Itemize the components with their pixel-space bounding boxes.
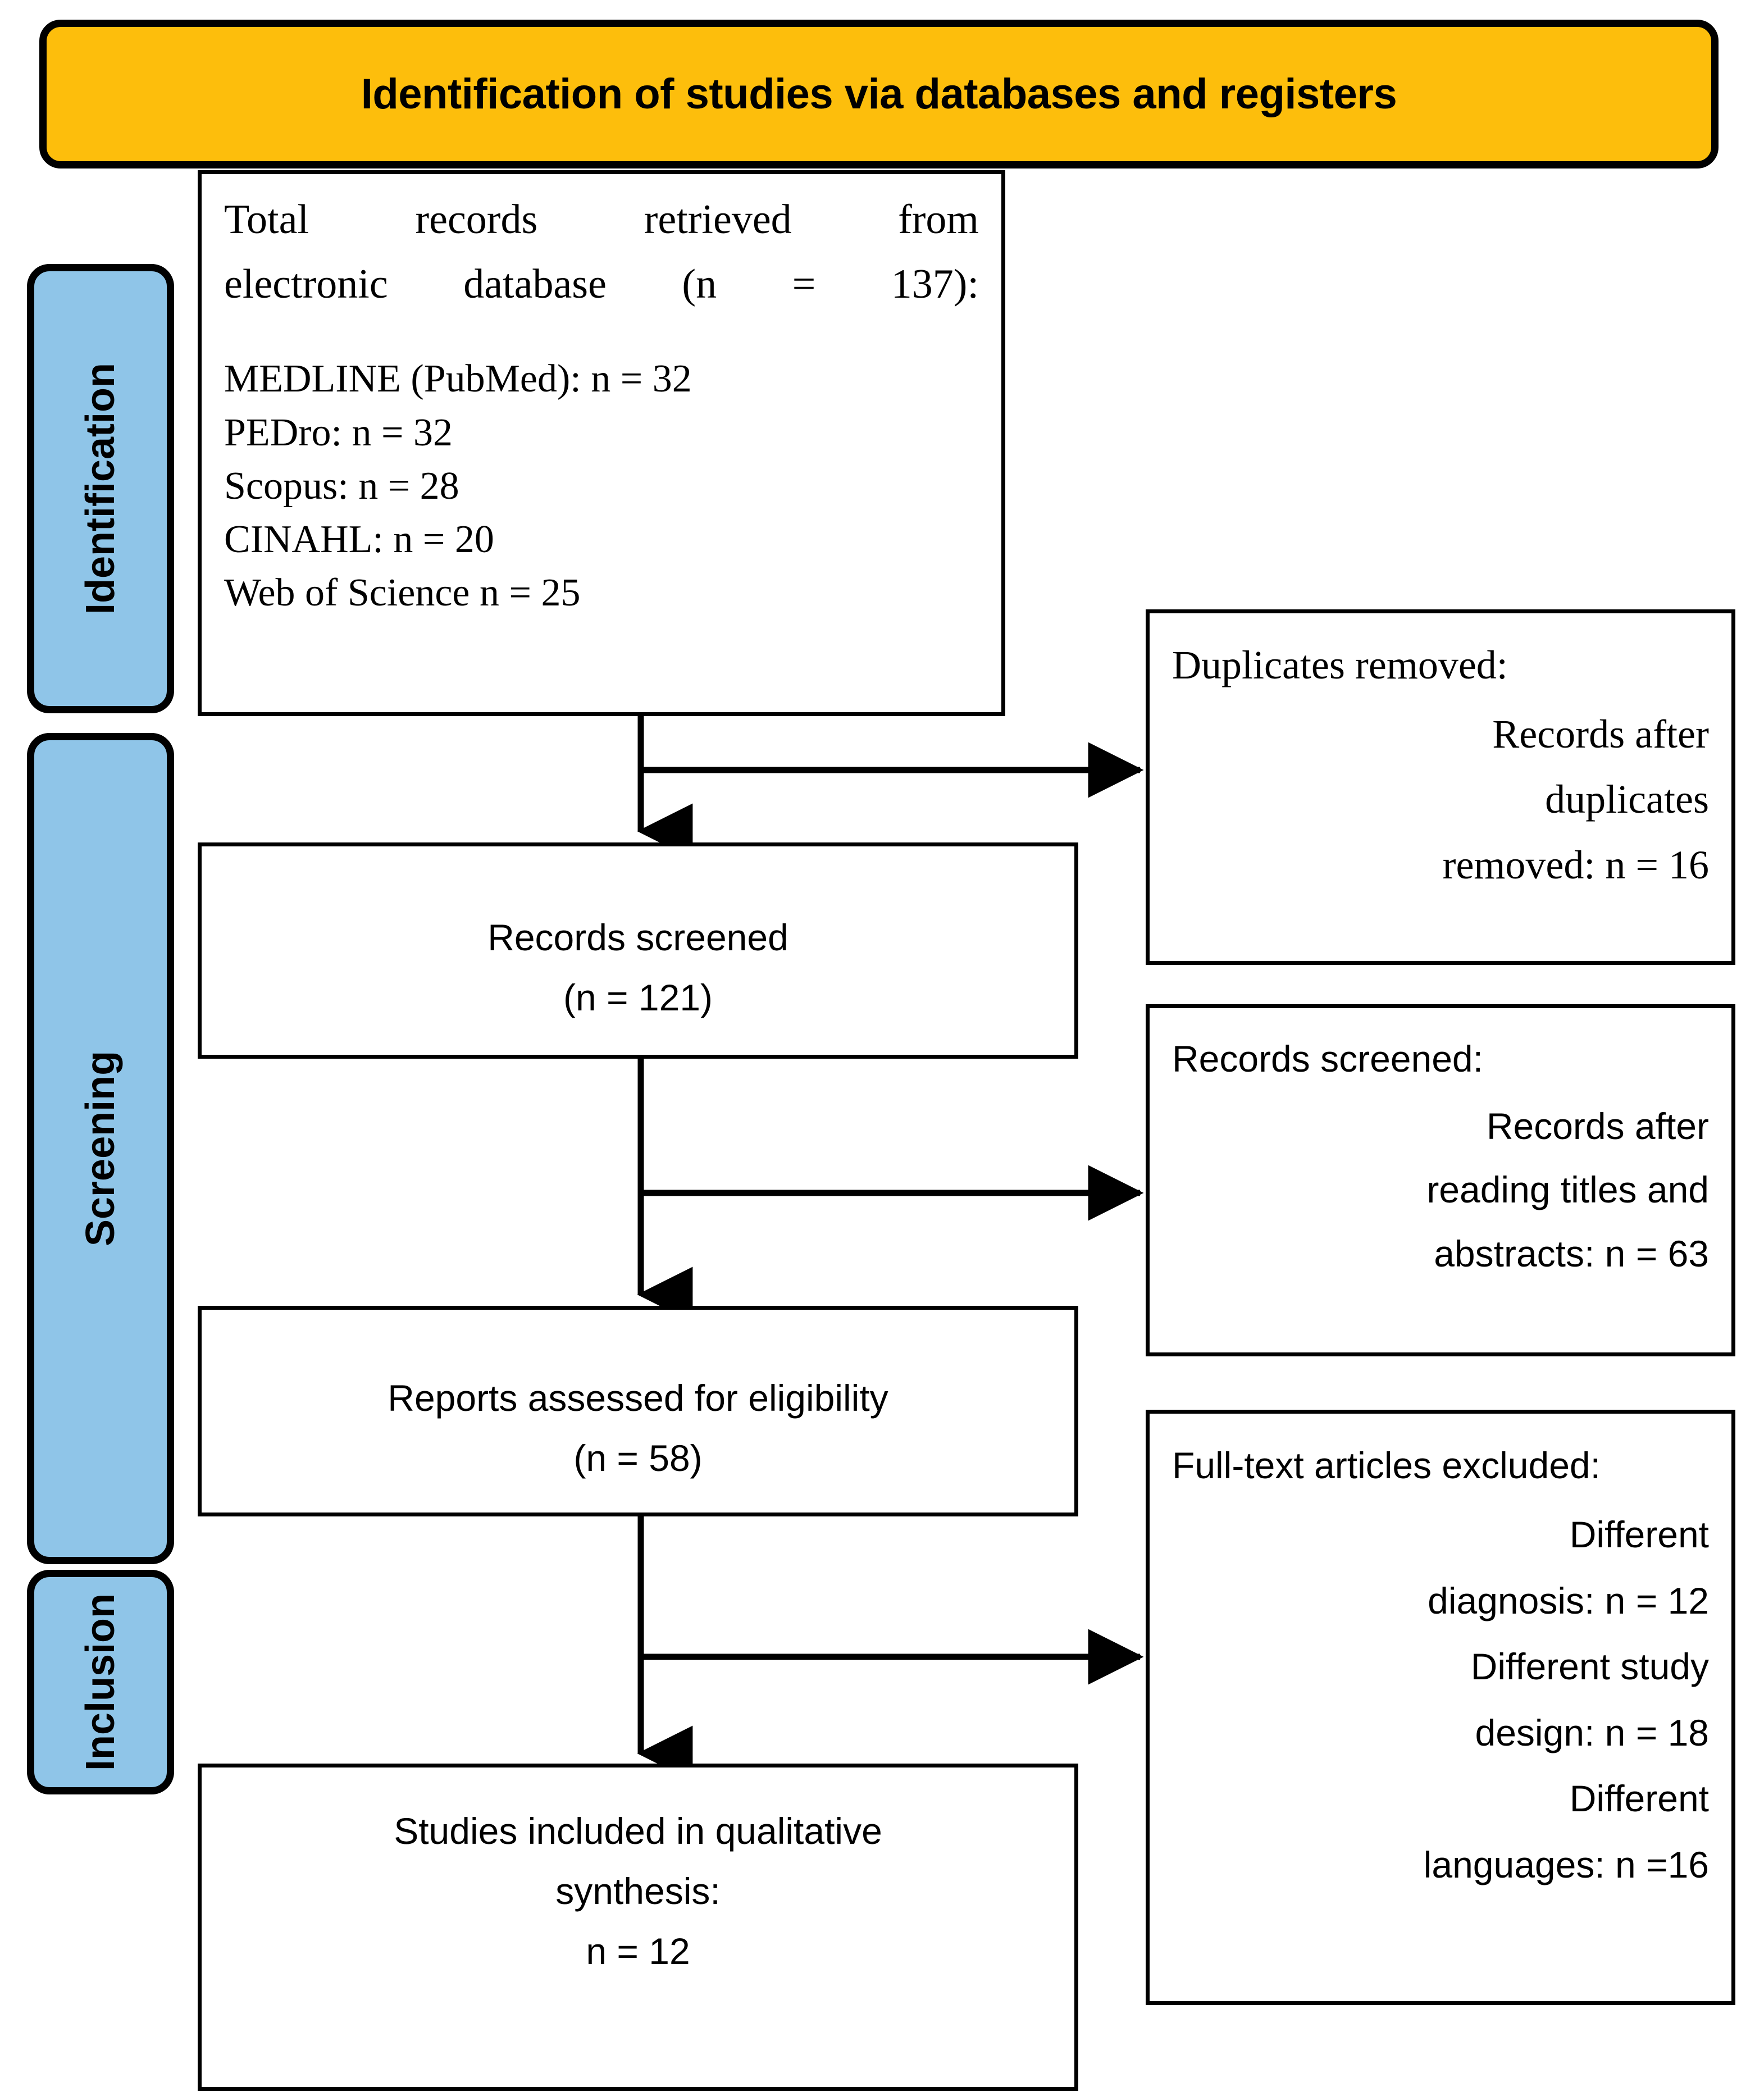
records-screened-excluded-line-3: abstracts: n = 63 [1434, 1232, 1709, 1274]
fulltext-excluded-line-1: Different [1569, 1514, 1709, 1556]
records-screened-label: Records screened [487, 916, 788, 958]
records-screened-excluded-line-1: Records after [1486, 1105, 1709, 1147]
duplicates-removed-line-2: duplicates [1545, 777, 1709, 822]
reports-assessed-box: Reports assessed for eligibility (n = 58… [198, 1306, 1078, 1516]
duplicates-removed-title: Duplicates removed: [1172, 643, 1508, 687]
database-count-medline: MEDLINE (PubMed): n = 32 [224, 357, 692, 401]
reports-assessed-label: Reports assessed for eligibility [388, 1377, 888, 1419]
page-title: Identification of studies via databases … [361, 70, 1397, 118]
records-retrieved-box: Total records retrieved from electronic … [198, 170, 1005, 716]
duplicates-removed-line-3: removed: n = 16 [1442, 842, 1709, 887]
spacer [224, 322, 979, 352]
stage-label-identification-text: Identification [78, 363, 123, 614]
fulltext-excluded-title: Full-text articles excluded: [1172, 1445, 1601, 1486]
stage-label-screening-text: Screening [78, 1050, 123, 1247]
records-retrieved-heading-line1: Total records retrieved from [224, 197, 979, 243]
studies-included-label-line2: synthesis: [555, 1870, 721, 1912]
fulltext-excluded-line-6: languages: n =16 [1423, 1843, 1709, 1885]
duplicates-removed-box: Duplicates removed: Records after duplic… [1146, 609, 1735, 965]
records-screened-box: Records screened (n = 121) [198, 842, 1078, 1059]
records-screened-excluded-line-2: reading titles and [1426, 1169, 1709, 1211]
records-screened-excluded-title: Records screened: [1172, 1038, 1483, 1079]
stage-label-identification: Identification [27, 264, 174, 713]
connector-sources-to-screened [637, 716, 1144, 859]
records-retrieved-heading-line2: electronic database (n = 137): [224, 261, 979, 307]
studies-included-count: n = 12 [586, 1930, 690, 1972]
fulltext-excluded-line-4: design: n = 18 [1475, 1711, 1710, 1753]
fulltext-excluded-box: Full-text articles excluded: Different d… [1146, 1410, 1735, 2005]
database-count-web-of-science: Web of Science n = 25 [224, 571, 581, 615]
stage-label-screening: Screening [27, 733, 174, 1564]
fulltext-excluded-line-3: Different study [1470, 1646, 1709, 1688]
fulltext-excluded-line-2: diagnosis: n = 12 [1428, 1579, 1709, 1621]
stage-label-inclusion: Inclusion [27, 1570, 174, 1794]
stage-label-inclusion-text: Inclusion [78, 1593, 123, 1771]
database-count-pedro: PEDro: n = 32 [224, 411, 453, 454]
connector-screened-to-eligible [637, 1059, 1144, 1323]
diagram-title-banner: Identification of studies via databases … [39, 20, 1719, 168]
reports-assessed-count: (n = 58) [573, 1437, 703, 1479]
duplicates-removed-line-1: Records after [1492, 711, 1709, 757]
connector-eligible-to-included [637, 1516, 1144, 1782]
records-screened-excluded-box: Records screened: Records after reading … [1146, 1004, 1735, 1356]
records-screened-count: (n = 121) [563, 976, 713, 1018]
fulltext-excluded-line-5: Different [1569, 1778, 1709, 1820]
studies-included-label-line1: Studies included in qualitative [394, 1810, 882, 1852]
studies-included-box: Studies included in qualitative synthesi… [198, 1764, 1078, 2091]
database-count-scopus: Scopus: n = 28 [224, 464, 459, 508]
database-count-cinahl: CINAHL: n = 20 [224, 518, 494, 561]
